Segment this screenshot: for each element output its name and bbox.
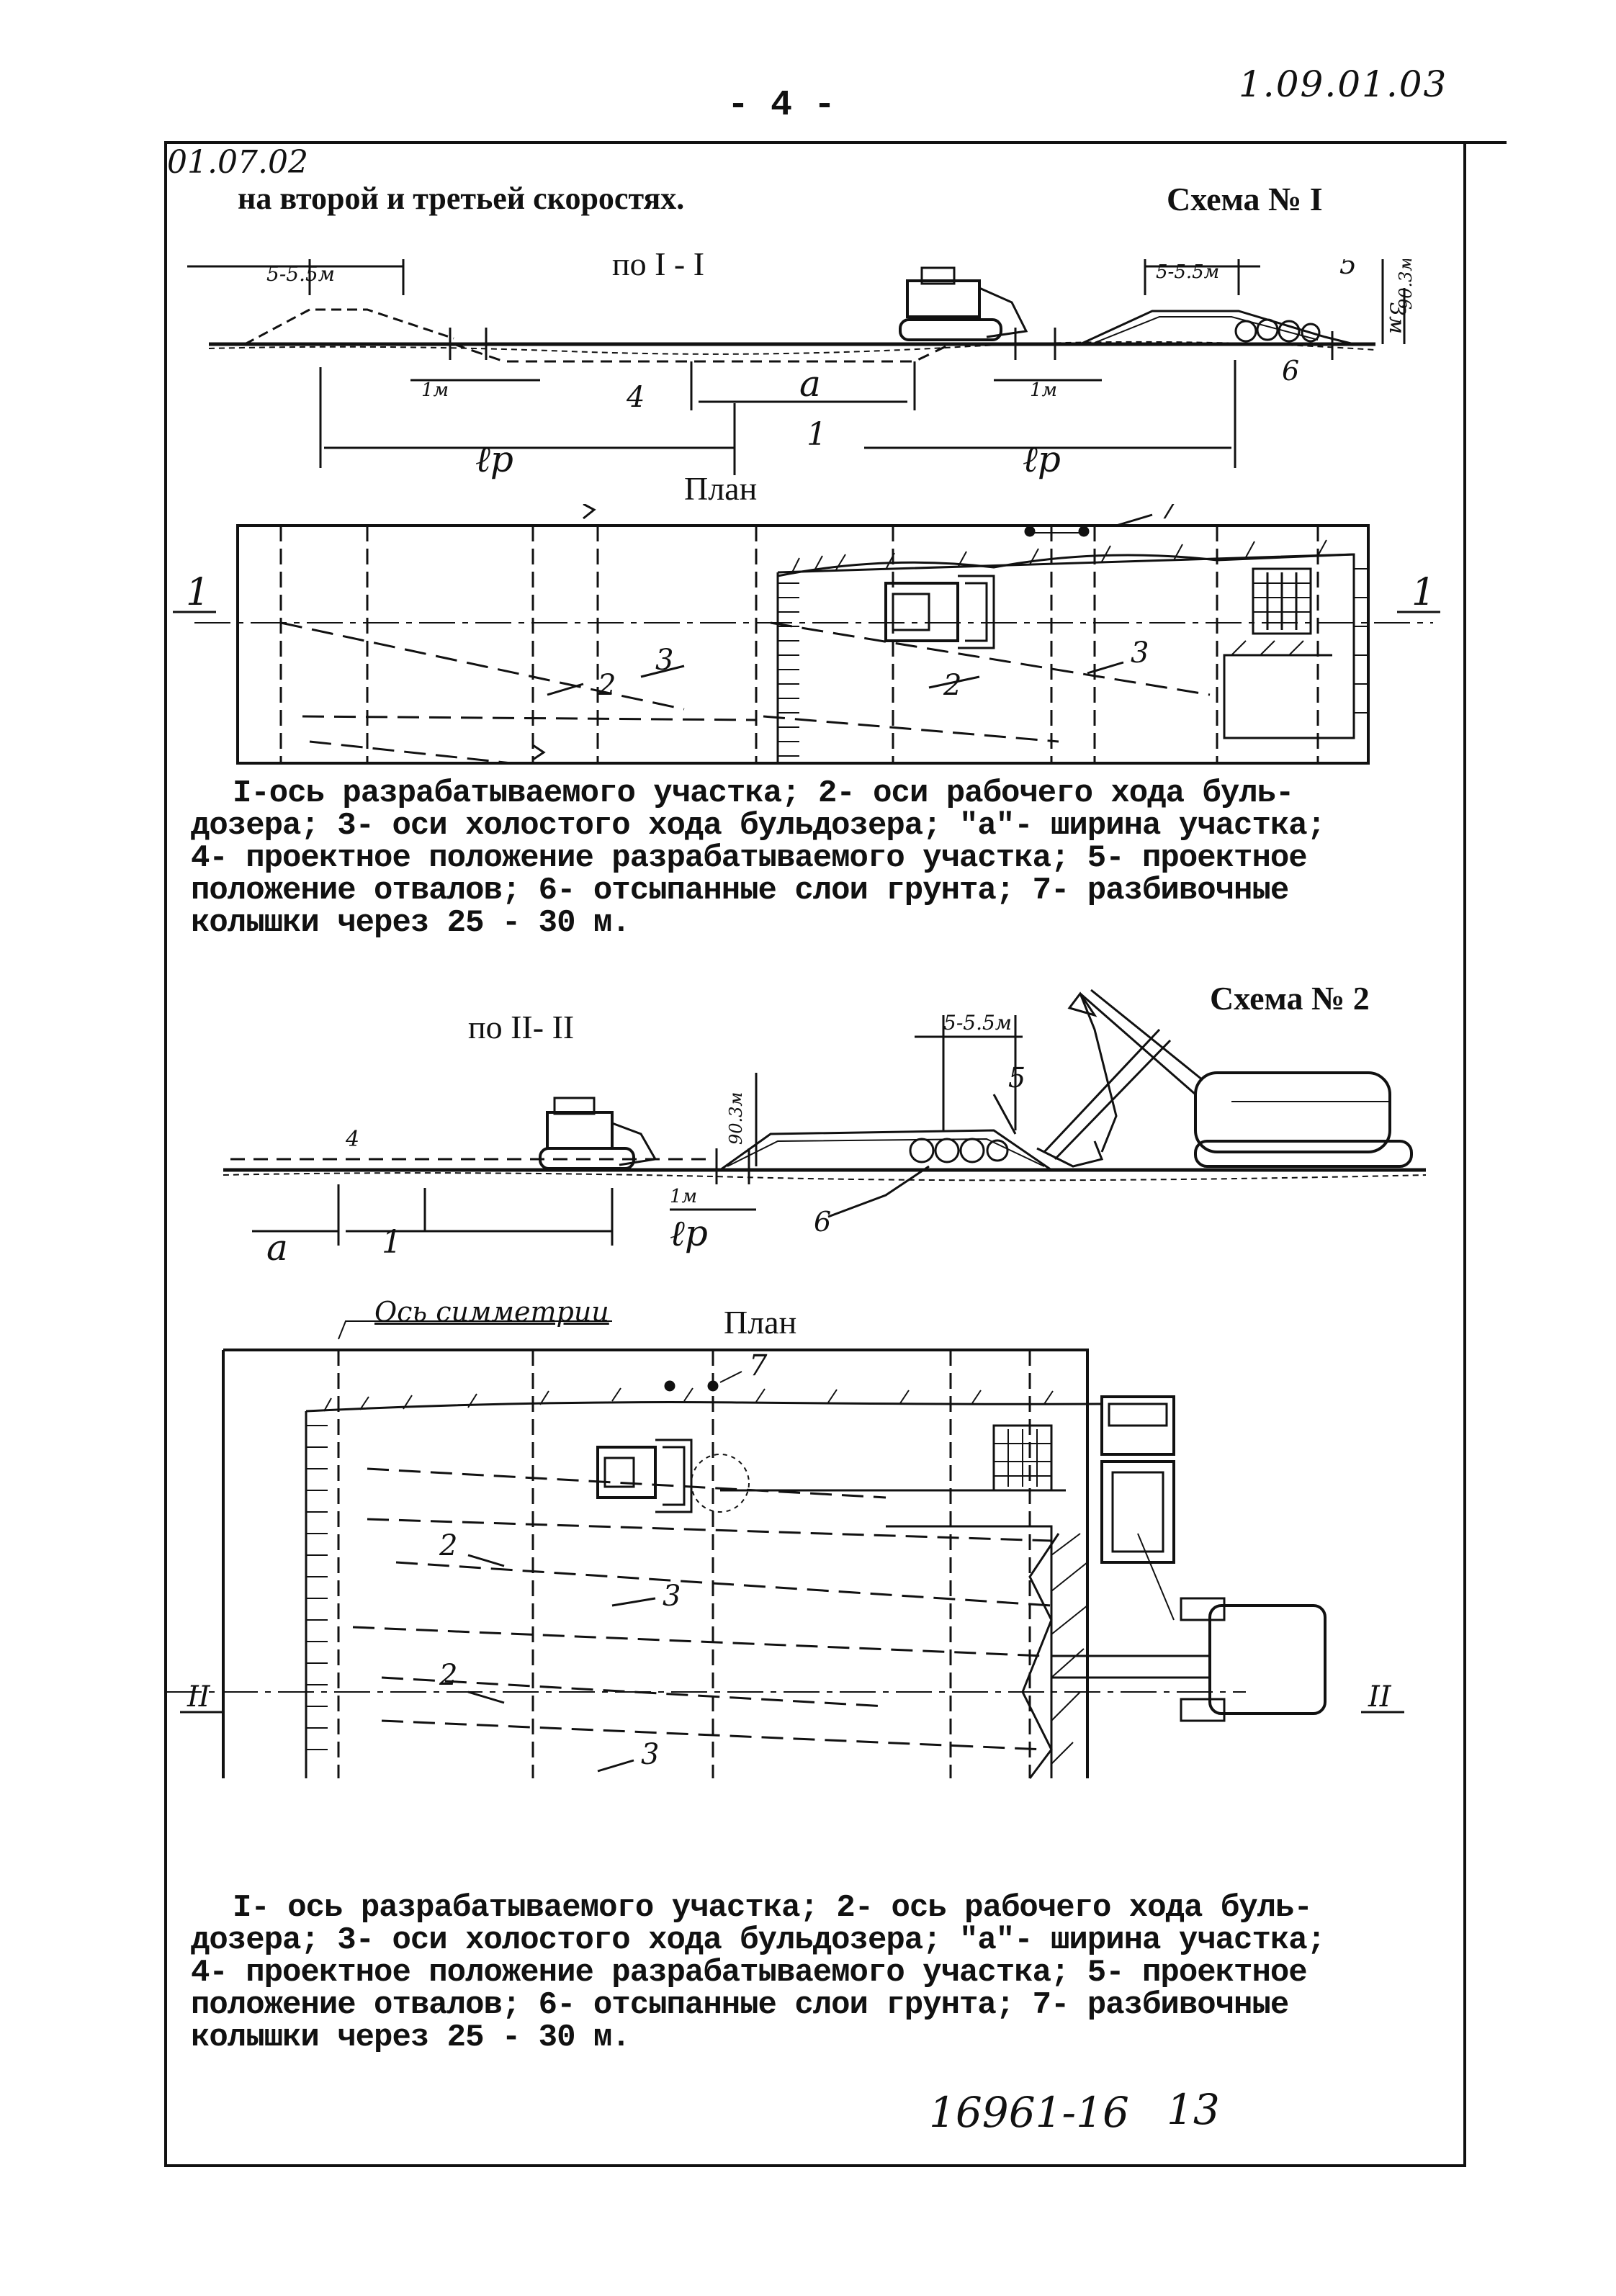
svg-text:3: 3	[655, 644, 673, 677]
caption-line: I-ось разрабатываемого участка; 2- оси р…	[233, 775, 1294, 811]
scheme2-caption: I- ось разрабатываемого участка; 2- ось …	[191, 1892, 1429, 2054]
svg-text:a: a	[266, 1227, 288, 1269]
caption-line: положение отвалов; 6- отсыпанные слои гр…	[191, 873, 1289, 909]
scheme1-plan-drawing: 1 1 2 2 3 3 7	[173, 504, 1440, 765]
svg-text:1: 1	[1411, 571, 1435, 614]
sheet-code: 16961-16	[929, 2088, 1129, 2137]
svg-text:5: 5	[1339, 259, 1357, 280]
caption-line: 4- проектное положение разрабатываемого …	[191, 840, 1308, 876]
svg-text:3: 3	[1131, 636, 1149, 670]
document-code: 1.09.01.03	[1239, 63, 1448, 105]
scheme1-caption: I-ось разрабатываемого участка; 2- оси р…	[191, 778, 1429, 940]
svg-text:4: 4	[626, 381, 645, 414]
frame-top-line	[164, 141, 1507, 144]
svg-text:3: 3	[641, 1738, 659, 1771]
svg-text:ℓр: ℓр	[475, 438, 513, 480]
scheme1-plan-label: План	[684, 470, 758, 507]
caption-line: положение отвалов; 6- отсыпанные слои гр…	[191, 1987, 1289, 2023]
svg-text:2: 2	[943, 669, 961, 702]
svg-text:90.3м: 90.3м	[1396, 259, 1416, 310]
svg-text:ℓр: ℓр	[670, 1212, 708, 1254]
svg-text:4: 4	[345, 1127, 359, 1152]
svg-text:3м: 3м	[1384, 302, 1409, 334]
intro-text: на второй и третьей скоростях.	[238, 181, 685, 216]
scheme2-title: Схема № 2	[1210, 980, 1370, 1017]
svg-text:1м: 1м	[421, 379, 449, 401]
svg-text:II: II	[187, 1680, 211, 1714]
svg-text:1: 1	[807, 416, 827, 453]
scheme1-title: Схема № I	[1167, 181, 1323, 217]
caption-line: дозера; 3- оси холостого хода бульдозера…	[191, 808, 1326, 844]
svg-text:1м: 1м	[670, 1186, 697, 1207]
svg-text:7: 7	[1159, 504, 1178, 526]
svg-text:90.3м: 90.3м	[726, 1092, 746, 1145]
svg-text:5-5.5м: 5-5.5м	[1156, 261, 1219, 283]
svg-text:6: 6	[814, 1206, 831, 1238]
scheme1-section-drawing: 5-5.5м 5-5.5м 3м 90.3м 1м 1м a ℓр ℓр 1 4…	[187, 259, 1416, 480]
svg-text:5-5.5м: 5-5.5м	[266, 262, 335, 286]
reference-code: 01.07.02	[167, 144, 308, 181]
page-frame	[164, 141, 1466, 2167]
caption-line: колышки через 25 - 30 м.	[191, 905, 631, 941]
svg-text:ℓр: ℓр	[1023, 438, 1061, 480]
svg-text:a: a	[799, 363, 821, 405]
page-number: - 4 -	[727, 85, 836, 126]
scheme1-section-label: по I - I	[612, 246, 705, 282]
svg-text:1м: 1м	[1030, 379, 1057, 401]
scheme2-section-drawing: 5-5.5м 90.3м 5 4 1м ℓр 6 a 1	[223, 989, 1427, 1269]
svg-text:1: 1	[382, 1224, 402, 1261]
caption-line: дозера; 3- оси холостого хода бульдозера…	[191, 1922, 1326, 1958]
svg-text:2: 2	[597, 669, 616, 702]
svg-text:5: 5	[1008, 1062, 1025, 1094]
svg-text:1: 1	[186, 571, 210, 614]
scheme2-plan-drawing: 2 2 3 3 7 II II	[166, 1320, 1404, 1779]
svg-text:7: 7	[749, 1349, 768, 1382]
caption-line: I- ось разрабатываемого участка; 2- ось …	[233, 1890, 1313, 1926]
symmetry-axis-note: Ось симметрии	[374, 1296, 609, 1328]
svg-text:2: 2	[439, 1659, 457, 1692]
svg-text:2: 2	[439, 1529, 457, 1562]
scheme2-section-label: по II- II	[468, 1009, 575, 1045]
scheme2-plan-label: План	[724, 1304, 797, 1341]
caption-line: 4- проектное положение разрабатываемого …	[191, 1955, 1308, 1991]
sheet-number: 13	[1167, 2085, 1220, 2134]
svg-text:5-5.5м: 5-5.5м	[943, 1011, 1012, 1035]
caption-line: колышки через 25 - 30 м.	[191, 2020, 631, 2056]
svg-text:6: 6	[1282, 355, 1299, 387]
svg-text:II: II	[1368, 1680, 1392, 1714]
svg-text:3: 3	[663, 1580, 681, 1613]
